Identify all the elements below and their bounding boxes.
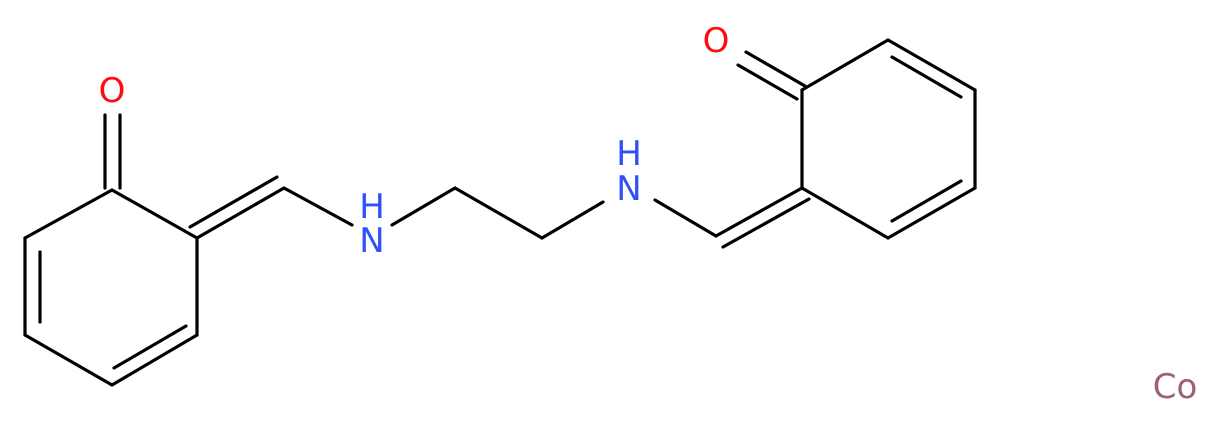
left-methylidene bbox=[188, 175, 354, 240]
bond-n-ch-right bbox=[653, 198, 718, 238]
bond-ch2-ch2 bbox=[453, 186, 544, 240]
bond-c1-c2 bbox=[23, 188, 114, 240]
bond-r2-o-a bbox=[744, 50, 807, 88]
bond-ch-c-a bbox=[714, 186, 804, 238]
bond-c3-c4 bbox=[23, 333, 114, 387]
bond-c6-ch-b bbox=[188, 175, 279, 229]
bond-r5-r6-inner bbox=[890, 179, 963, 223]
left-ring bbox=[23, 188, 199, 387]
hydrogen-right-label: H bbox=[616, 134, 642, 174]
bond-ch2-n-right bbox=[540, 200, 605, 240]
bond-r3-r4-inner bbox=[890, 55, 963, 99]
cobalt-label: Co bbox=[1153, 367, 1198, 407]
bond-n-ch2-left bbox=[390, 186, 457, 227]
bond-r2-r3 bbox=[800, 38, 890, 92]
bond-ch-c-b bbox=[721, 197, 811, 249]
bond-r6-r1 bbox=[800, 186, 890, 240]
bond-c4-c5-inner bbox=[112, 324, 188, 370]
right-methylidene bbox=[653, 186, 811, 249]
bond-c6-c1 bbox=[110, 188, 199, 240]
ethylene-bridge bbox=[390, 186, 605, 240]
left-carbonyl bbox=[103, 113, 122, 190]
bond-r5-r6 bbox=[886, 186, 977, 240]
nitrogen-right-label: N bbox=[616, 169, 641, 209]
bond-r2-o-b bbox=[736, 63, 799, 101]
hydrogen-left-label: H bbox=[359, 187, 385, 227]
bond-c4-c5 bbox=[110, 333, 199, 387]
bond-r3-r4 bbox=[886, 38, 977, 92]
right-ring bbox=[800, 38, 977, 240]
nitrogen-left-label: N bbox=[359, 221, 384, 261]
bond-c6-ch-a bbox=[195, 186, 286, 240]
oxygen-right-label: O bbox=[703, 21, 730, 61]
right-carbonyl bbox=[736, 50, 807, 101]
bond-ch-n-left bbox=[282, 186, 354, 227]
oxygen-left-label: O bbox=[99, 71, 126, 111]
